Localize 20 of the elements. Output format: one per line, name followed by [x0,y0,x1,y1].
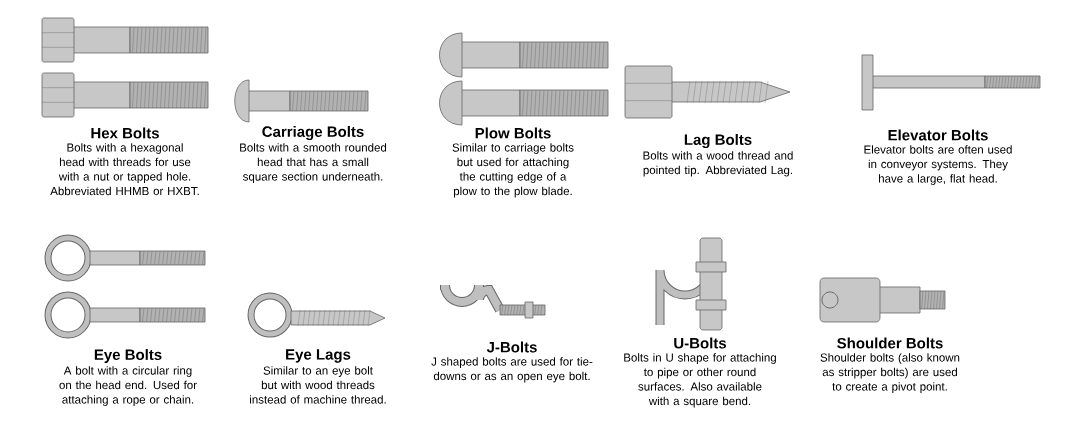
bolt-name: Plow Bolts [475,127,551,139]
description-text: Bolts with a smooth rounded head that has a small square section underneath. [240,143,387,183]
bolt-name: Carriage Bolts [262,125,364,140]
bolt-name: U-Bolts [674,337,727,349]
bolt-name: Elevator Bolts [888,129,988,141]
bolt-name: Lag Bolts [684,133,752,148]
description-text: Elevator bolts are often used in conveyor systems. They have a large, flat head. [864,145,1012,185]
description-text: Similar to an eye bolt but with wood threads instead of machine thread. [250,366,386,404]
description-text: Shoulder bolts (also known as stripper bolts) are used to create a pivot point. [820,353,960,393]
bolt-name: Shoulder Bolts [837,337,943,349]
description-text: Bolts with a hexagonal head with threads for use with a nut or tapped hole. Abbreviated HHMB or HXBT. [50,143,199,196]
description-text: J shaped bolts are used for tie-downs or as an open eye bolt. [431,357,593,383]
description-text: Bolts with a wood thread and pointed tip. Abbreviated Lag. [643,151,793,177]
bolt-name: Eye Bolts [94,349,162,363]
bolt-name: Eye Lags [286,349,351,363]
description-text: Similar to carriage bolts but used for attaching the cutting edge of a plow to the plow blade. [452,143,574,198]
description-text: A bolt with a circular ring on the head end. Used for attaching a rope or chain. [59,366,197,406]
description-text: Bolts in U shape for attaching to pipe or other round surfaces. Also available with a square bend. [624,353,776,408]
bolt-name: J-Bolts [486,341,537,353]
bolt-name: Hex Bolts [91,127,159,139]
